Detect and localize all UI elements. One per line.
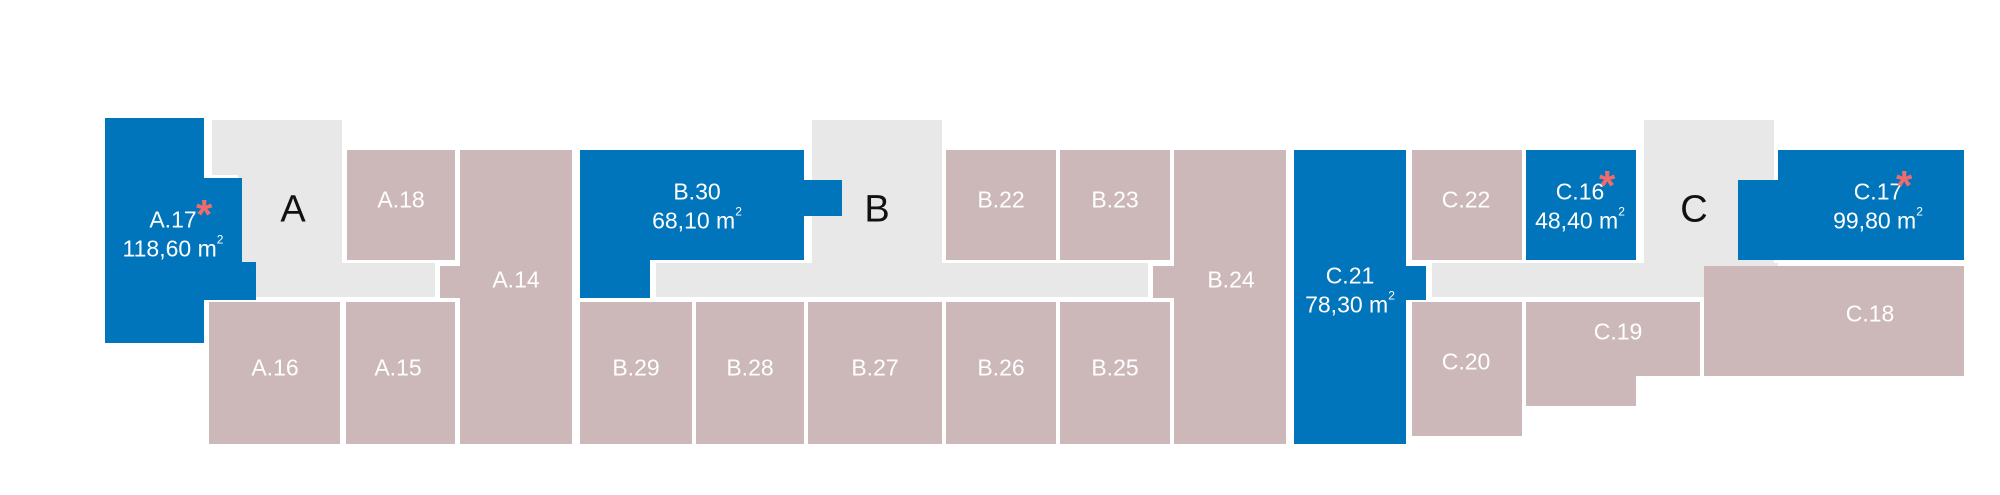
- unit-b30-shape[interactable]: [580, 150, 804, 260]
- unit-a15-shape[interactable]: [346, 302, 455, 444]
- unit-b28-shape[interactable]: [696, 302, 804, 444]
- core-a-shape: [238, 175, 342, 263]
- unit-b24-shape[interactable]: [1174, 150, 1286, 444]
- unit-b23-shape[interactable]: [1060, 150, 1170, 260]
- unit-a17-shape[interactable]: [105, 118, 204, 343]
- core-a-shape: [212, 120, 342, 175]
- unit-c18-shape[interactable]: [1704, 266, 1964, 376]
- unit-b25-shape[interactable]: [1060, 302, 1170, 444]
- unit-b22-shape[interactable]: [946, 150, 1056, 260]
- unit-c17-shape[interactable]: [1778, 150, 1964, 260]
- unit-a14-shape[interactable]: [460, 150, 572, 444]
- unit-b27-shape[interactable]: [808, 302, 942, 444]
- unit-b26-shape[interactable]: [946, 302, 1056, 444]
- unit-c19-shape[interactable]: [1526, 302, 1700, 376]
- unit-a16-shape[interactable]: [209, 302, 340, 444]
- unit-b30-shape[interactable]: [804, 180, 842, 216]
- unit-a18-shape[interactable]: [347, 150, 455, 260]
- unit-c20-shape[interactable]: [1412, 302, 1522, 436]
- unit-c21-shape[interactable]: [1406, 266, 1426, 300]
- unit-a17-shape[interactable]: [204, 262, 256, 300]
- core-a-shape: [238, 263, 435, 297]
- unit-b30-shape[interactable]: [580, 260, 650, 298]
- unit-b29-shape[interactable]: [580, 302, 692, 444]
- unit-b24-shape[interactable]: [1153, 266, 1174, 298]
- unit-a14-shape[interactable]: [440, 266, 460, 298]
- unit-c17-shape[interactable]: [1738, 180, 1778, 260]
- unit-a17-shape[interactable]: [204, 178, 242, 262]
- unit-c19-shape[interactable]: [1526, 376, 1636, 406]
- unit-c16-shape[interactable]: [1526, 150, 1636, 260]
- core-b-shape: [656, 263, 1148, 297]
- unit-c22-shape[interactable]: [1412, 150, 1522, 260]
- unit-c21-shape[interactable]: [1294, 150, 1406, 444]
